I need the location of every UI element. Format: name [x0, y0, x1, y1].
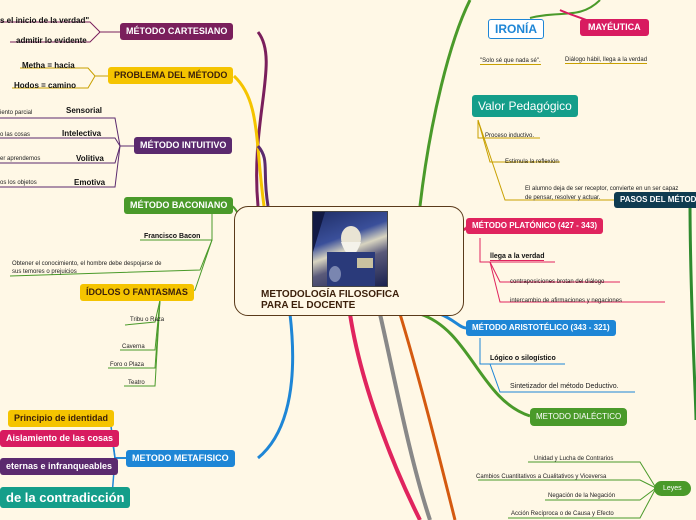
leaf-admitir-evidente: admitir lo evidente [16, 36, 87, 45]
leaf-intercambio: intercambio de afirmaciones y negaciones [510, 298, 623, 304]
leaf-metha: Metha = hacia [22, 61, 75, 70]
leaf-solo-se: "Solo sé que nada sé". [480, 58, 541, 65]
node-aislamiento-cosas[interactable]: Aislamiento de las cosas [0, 430, 120, 447]
node-metodo-cartesiano[interactable]: MÉTODO CARTESIANO [120, 23, 234, 40]
node-valor-pedagogico[interactable]: Valor Pedagógico [472, 95, 578, 117]
leaf-emotiva: Emotiva [74, 178, 106, 187]
leaf-hodos: Hodos = camino [14, 81, 77, 90]
leaf-estimula-reflexion: Estimula la reflexión [505, 159, 559, 165]
central-topic[interactable]: METODOLOGÍA FILOSOFICA PARA EL DOCENTE [234, 206, 464, 316]
node-metodo-baconiano[interactable]: MÉTODO BACONIANO [124, 197, 234, 214]
node-metodo-intuitivo[interactable]: MÉTODO INTUITIVO [134, 137, 233, 154]
node-contradiccion[interactable]: de la contradicción [0, 487, 131, 508]
leaf-obtener-line1: Obtener el conocimiento, el hombre debe … [12, 261, 162, 267]
leaf-alumno-line1: El alumno deja de ser receptor, conviert… [525, 186, 679, 192]
leaf-alumno-line2: de pensar, resolver y actuar. [525, 195, 601, 201]
leaf-negacion-negacion: Negación de la Negación [548, 493, 616, 499]
leaf-francisco-bacon: Francisco Bacon [144, 233, 201, 240]
node-metodo-aristotelico[interactable]: MÉTODO ARISTOTÉLICO (343 - 321) [466, 320, 616, 336]
leaf-sensorial: Sensorial [66, 106, 103, 115]
node-pasos-metodo[interactable]: PASOS DEL MÉTOD [614, 192, 696, 208]
node-ironia[interactable]: IRONÍA [488, 19, 544, 39]
leaf-obtener-line2: sus temores o prejuicios [12, 269, 77, 275]
leaf-volitiva: Volitiva [76, 154, 104, 163]
node-metodo-dialectico[interactable]: METODO DIALÉCTICO [530, 408, 628, 426]
node-mayeutica[interactable]: MAYÉUTICA [580, 19, 649, 36]
node-eternas-infranqueables[interactable]: eternas e infranqueables [0, 458, 119, 475]
central-title-line1: METODOLOGÍA FILOSOFICA [261, 289, 400, 300]
philosopher-illustration [313, 212, 375, 286]
leaf-contraposiciones: contraposiciones brotan del diálogo [510, 279, 605, 285]
node-idolos-fantasmas[interactable]: ÍDOLOS O FANTASMAS [80, 284, 194, 301]
node-leyes[interactable]: Leyes [654, 481, 691, 496]
leaf-accion-reciproca: Acción Recíproca o de Causa y Efecto [511, 511, 614, 517]
central-title: METODOLOGÍA FILOSOFICA PARA EL DOCENTE [261, 289, 399, 311]
leaf-intelectiva-detail: o las cosas [0, 132, 31, 138]
leaf-caverna: Caverna [122, 344, 145, 350]
node-metodo-platonico[interactable]: MÉTODO PLATÓNICO (427 - 343) [466, 218, 604, 234]
leaf-dialogo-habil: Diálogo hábil, llega a la verdad [565, 57, 648, 64]
leaf-sensorial-detail: iento parcial [0, 110, 33, 116]
leaf-unidad-lucha: Unidad y Lucha de Contrarios [534, 456, 614, 462]
leaf-intelectiva: Intelectiva [62, 129, 102, 138]
leaf-llega-verdad: llega a la verdad [490, 253, 545, 261]
leaf-volitiva-detail: er aprendemos [0, 156, 41, 162]
leaf-tribu-raza: Tribu o Raza [130, 317, 165, 323]
leaf-inicio-verdad: s el inicio de la verdad" [0, 16, 90, 25]
central-title-line2: PARA EL DOCENTE [261, 300, 356, 311]
leaf-proceso-inductivo: Proceso inductivo. [485, 133, 535, 139]
leaf-logico-silogistico: Lógico o silogístico [490, 355, 556, 362]
philosopher-image [312, 211, 388, 287]
node-principio-identidad[interactable]: Principio de identidad [8, 410, 115, 427]
leaf-cambios-cuantitativos: Cambios Cuantitativos a Cualitativos y V… [476, 474, 607, 480]
leaf-emotiva-detail: os los objetos [0, 180, 37, 186]
node-metodo-metafisico[interactable]: METODO METAFISICO [126, 450, 235, 467]
leaf-teatro: Teatro [128, 380, 145, 386]
node-problema-metodo[interactable]: PROBLEMA DEL MÉTODO [108, 67, 234, 84]
leaf-foro-plaza: Foro o Plaza [110, 362, 145, 368]
leaf-sintetizador: Sintetizador del método Deductivo. [510, 383, 619, 390]
